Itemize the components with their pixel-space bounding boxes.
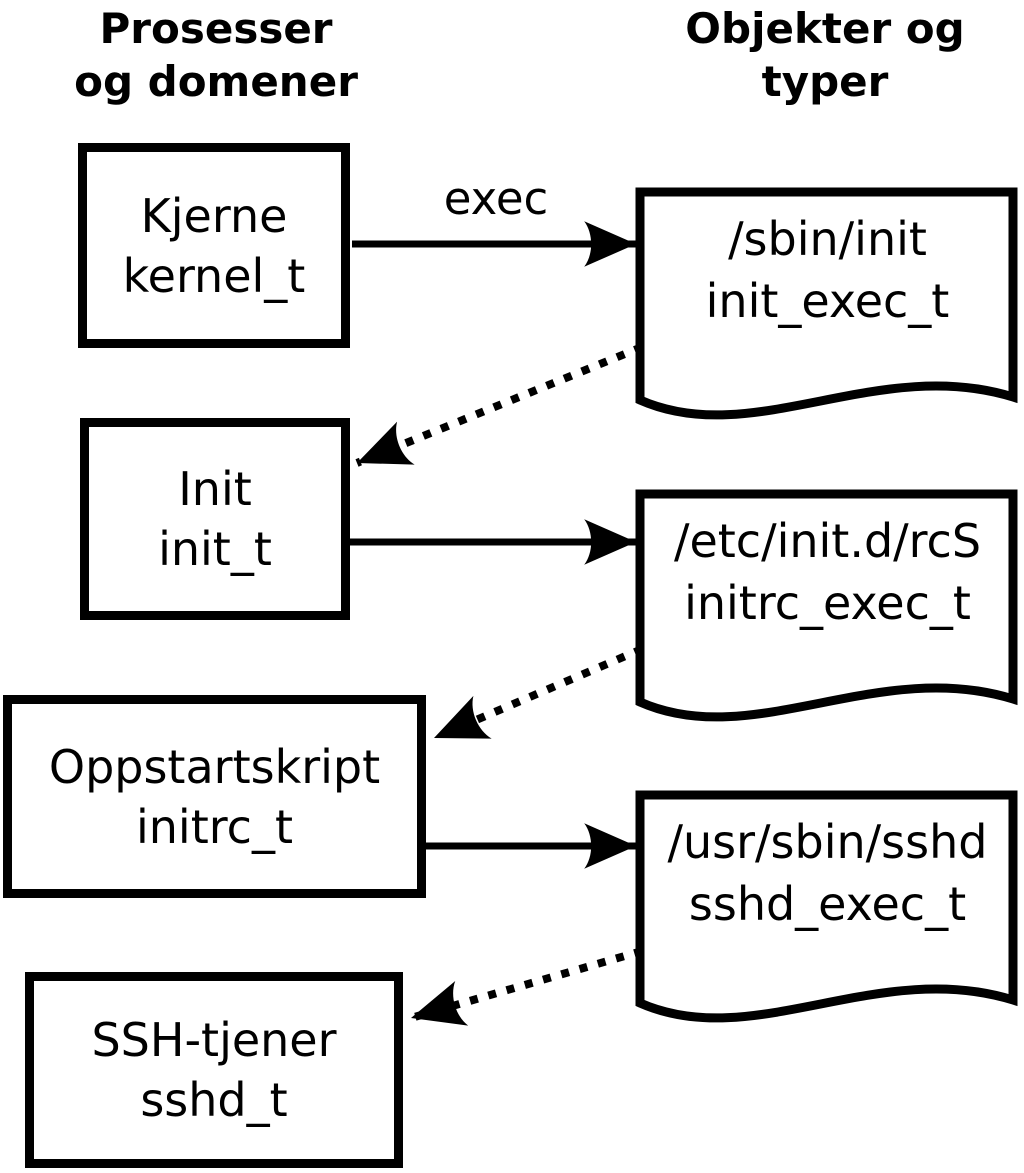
object-path: /sbin/init: [728, 212, 927, 266]
process-box-init: [80, 418, 350, 620]
column-header-processes-line2: og domener: [74, 57, 358, 106]
column-header-objects-line1: Objekter og: [685, 4, 965, 53]
object-label-sbin-init: /sbin/init init_exec_t: [640, 208, 1015, 332]
object-label-usr-sbin-sshd: /usr/sbin/sshd sshd_exec_t: [640, 811, 1015, 935]
process-domain: initrc_t: [136, 799, 293, 854]
document-shape-etc-initd-rcs: [635, 489, 1018, 722]
process-name: Kjerne: [140, 188, 288, 243]
object-label-etc-initd-rcs: /etc/init.d/rcS initrc_exec_t: [640, 510, 1015, 634]
column-header-processes-line1: Prosesser: [99, 4, 333, 53]
process-domain: kernel_t: [122, 248, 306, 303]
transition-arrow-to-initrc-t: [432, 645, 644, 742]
document-shape-usr-sbin-sshd: [635, 790, 1018, 1023]
transition-arrow-to-sshd-t: [409, 947, 644, 1026]
object-type: sshd_exec_t: [688, 877, 967, 931]
process-name: Oppstartskript: [48, 739, 381, 794]
arrow-label-exec: exec: [443, 172, 549, 225]
object-path: /etc/init.d/rcS: [673, 514, 982, 568]
process-label-oppstartskript: Oppstartskript initrc_t: [3, 695, 426, 898]
transition-arrow-to-init-t: [355, 343, 644, 467]
process-label-kjerne: Kjerne kernel_t: [78, 143, 350, 348]
document-shape-sbin-init: [635, 187, 1018, 420]
column-header-objects: Objekter og typer: [625, 2, 1024, 108]
process-box-oppstartskript: [3, 695, 426, 898]
process-label-ssh-tjener: SSH-tjener sshd_t: [25, 972, 403, 1168]
process-box-ssh-tjener: [25, 972, 403, 1168]
object-type: initrc_exec_t: [684, 576, 971, 630]
process-label-init: Init init_t: [80, 418, 350, 620]
object-path: /usr/sbin/sshd: [667, 815, 988, 869]
column-header-processes: Prosesser og domener: [16, 2, 416, 108]
object-type: init_exec_t: [705, 274, 950, 328]
process-domain: sshd_t: [140, 1073, 288, 1127]
process-name: Init: [178, 462, 252, 516]
process-box-kjerne: [78, 143, 350, 348]
process-name: SSH-tjener: [91, 1013, 337, 1067]
column-header-objects-line2: typer: [761, 57, 889, 106]
process-domain: init_t: [158, 522, 272, 576]
